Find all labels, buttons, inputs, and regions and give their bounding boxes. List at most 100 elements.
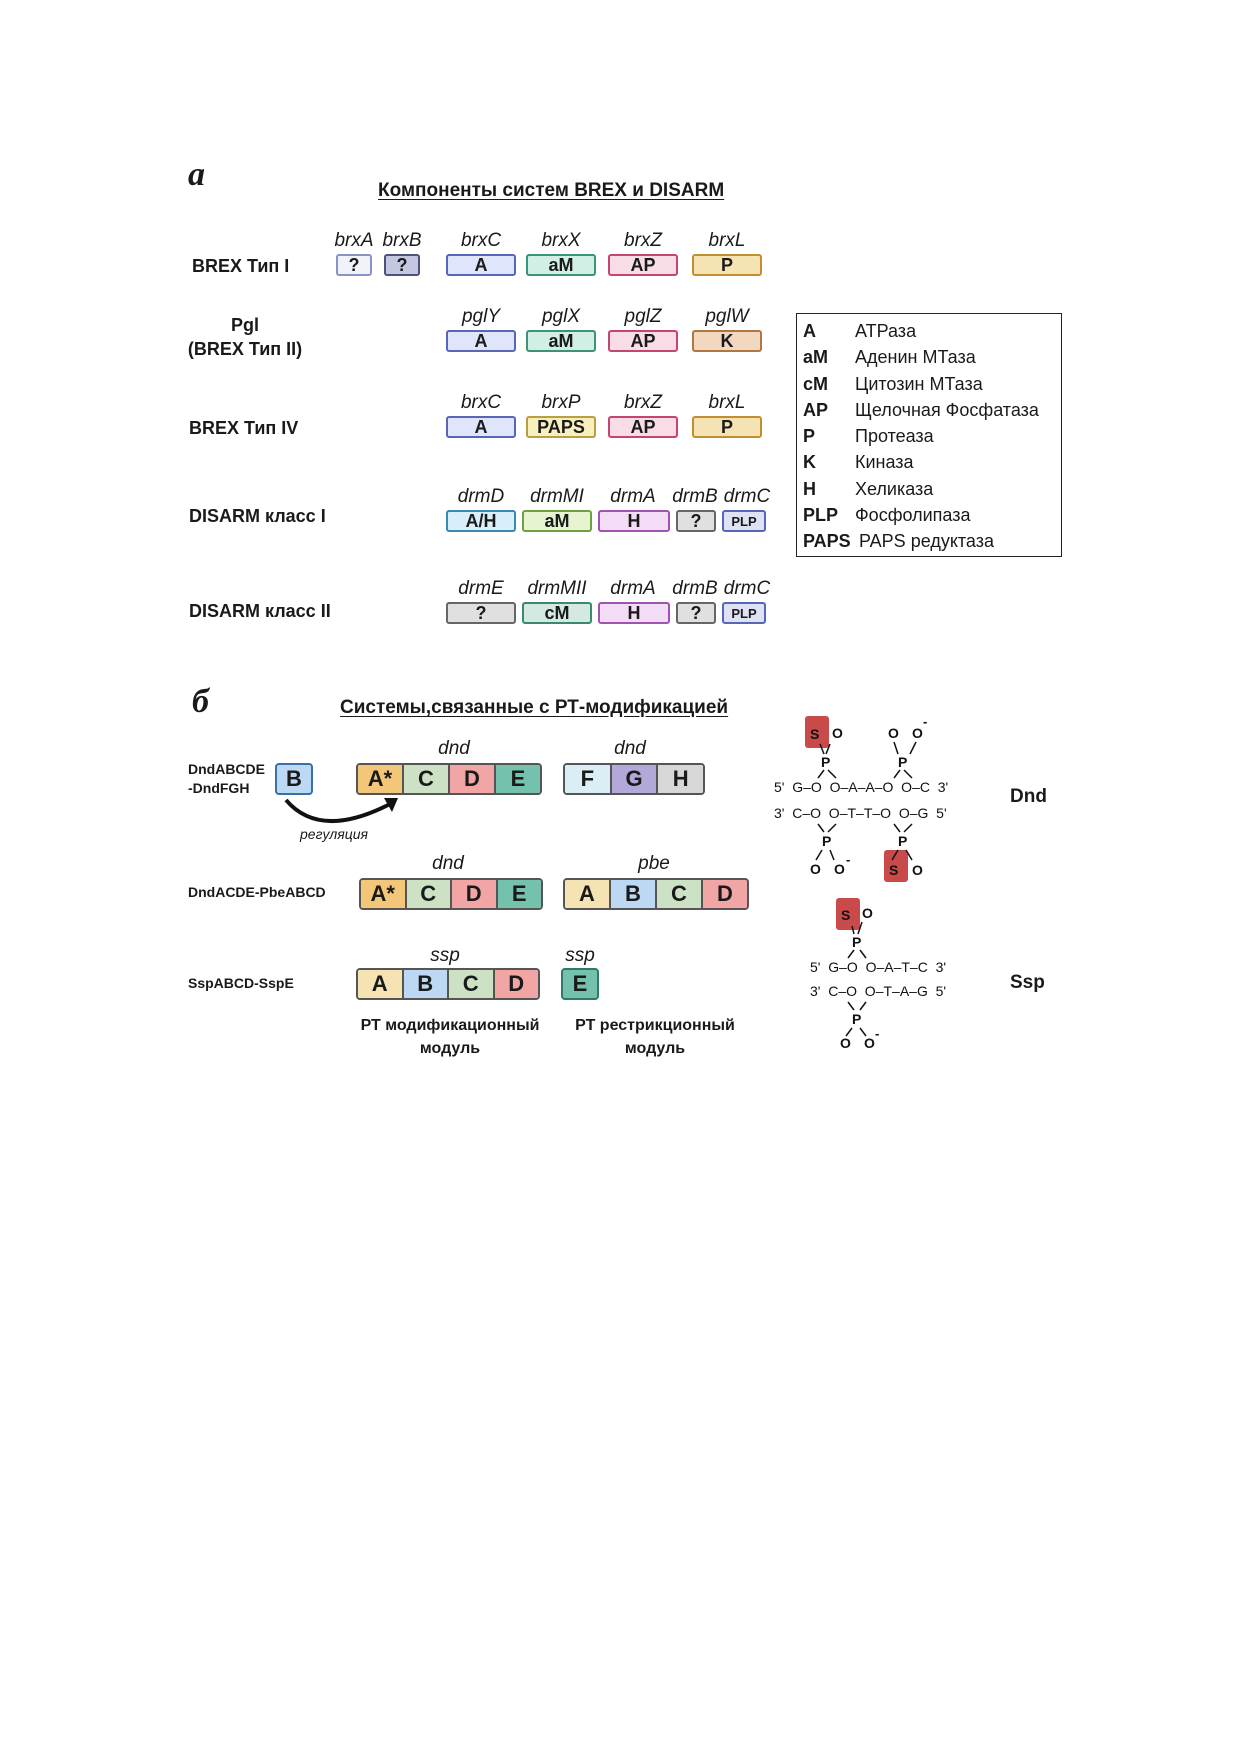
sulfur-label: S — [841, 907, 850, 923]
operon-segment: F — [565, 765, 612, 793]
sulfur-highlight-ssp — [836, 898, 860, 930]
module-label-modification: РТ модификационный модуль — [360, 1017, 540, 1057]
operon-dnd-fgh: F G H — [563, 763, 705, 795]
gene-name-brxa: brxA — [334, 230, 374, 251]
operon-dnd-acde-2: A* C D E — [359, 878, 543, 910]
operon-name-dnd-3: dnd — [432, 853, 464, 874]
minus-sign: - — [875, 1026, 879, 1041]
oxygen-label: O — [810, 861, 821, 877]
gene-box-brxc: A — [446, 254, 516, 276]
gene-name-brxx: brxX — [541, 230, 581, 251]
gene-name-brxb: brxB — [382, 230, 422, 251]
gene-name-drmc-2: drmC — [723, 578, 771, 599]
operon-name-dnd-2: dnd — [614, 738, 646, 759]
gene-name-drme: drmE — [458, 578, 504, 599]
dnd-top-strand: 5' G–O O–A–A–O O–C 3' — [774, 779, 948, 795]
operon-segment: C — [404, 765, 450, 793]
gene-name-drmc: drmC — [723, 486, 771, 507]
gene-name-drmb-2: drmB — [672, 578, 718, 599]
operon-segment: D — [450, 765, 496, 793]
gene-name-brxp: brxP — [541, 392, 581, 413]
gene-box-brxz: AP — [608, 254, 678, 276]
oxygen-label: O — [834, 861, 845, 877]
operon-segment: A* — [358, 765, 404, 793]
operon-segment: E — [497, 880, 541, 908]
phosphorus-label: P — [852, 1011, 861, 1027]
gene-box-pglz: AP — [608, 330, 678, 352]
system-label-ssp: SspABCD-SspE — [188, 975, 294, 991]
row-label-disarm-1: DISARM класс I — [189, 506, 326, 526]
panel-a-letter: а — [188, 156, 205, 193]
phosphorus-label: P — [898, 833, 907, 849]
gene-name-brxl-4: brxL — [708, 392, 746, 413]
gene-name-drmmi: drmMI — [530, 486, 584, 507]
gene-box-drmd: A/H — [446, 510, 516, 532]
row-label-disarm-2: DISARM класс II — [189, 601, 331, 621]
gene-name-drma: drmA — [610, 486, 656, 507]
oxygen-label: O — [888, 725, 899, 741]
gene-box-drmmii: cM — [522, 602, 592, 624]
oxygen-label: O — [840, 1035, 851, 1050]
gene-name-brxl: brxL — [708, 230, 746, 251]
ssp-bottom-strand: 3' C–O O–T–A–G 5' — [810, 983, 946, 999]
panel-a-title: Компоненты систем BREX и DISARM — [378, 180, 725, 201]
oxygen-label: O — [864, 1035, 875, 1050]
gene-box-pglw: K — [692, 330, 762, 352]
operon-segment: E — [496, 765, 540, 793]
gene-box-brxz-4: AP — [608, 416, 678, 438]
gene-name-drmd: drmD — [457, 486, 505, 507]
gene-name-pgly: pglY — [461, 306, 501, 327]
operon-segment: B — [611, 880, 657, 908]
oxygen-label: O — [912, 862, 923, 878]
operon-segment: G — [611, 765, 659, 793]
operon-name-ssp-2: ssp — [565, 945, 595, 966]
gene-box-drmc: PLP — [722, 510, 766, 532]
gene-box-pgly: A — [446, 330, 516, 352]
gene-name-pglw: pglW — [705, 306, 749, 327]
gene-name-pglz: pglZ — [624, 306, 662, 327]
panel-b-letter: б — [192, 683, 209, 720]
row-label-brex-1: BREX Тип I — [192, 256, 290, 276]
system-label-dnd-dndfgh: DndABCDE -DndFGH — [188, 761, 265, 796]
oxygen-label: O — [912, 725, 923, 741]
gene-name-pglx: pglX — [541, 306, 581, 327]
gene-name-brxz-4: brxZ — [624, 392, 662, 413]
operon-segment: C — [406, 880, 452, 908]
gene-box-sspe: E — [561, 968, 599, 1000]
operon-segment: A — [358, 970, 404, 998]
gene-box-drmc-2: PLP — [722, 602, 766, 624]
gene-box-brxp: PAPS — [526, 416, 596, 438]
module-label-restriction: РТ рестрикционный модуль — [575, 1017, 735, 1057]
gene-box-brxa: ? — [336, 254, 372, 276]
operon-name-ssp-1: ssp — [430, 945, 460, 966]
gene-box-brxl-4: P — [692, 416, 762, 438]
gene-box-drme: ? — [446, 602, 516, 624]
structure-label-ssp: Ssp — [1010, 972, 1045, 993]
gene-name-brxz: brxZ — [624, 230, 662, 251]
operon-pbe-abcd: A B C D — [563, 878, 749, 910]
phosphorus-label: P — [822, 833, 831, 849]
gene-box-drmb-2: ? — [676, 602, 716, 624]
pt-modification-structures: S O P O O - P 5' G–O O–A–A–O O–C 3' 3' C… — [774, 714, 948, 1050]
ssp-top-strand: 5' G–O O–A–T–C 3' — [810, 959, 946, 975]
sulfur-highlight-dnd-top — [805, 716, 829, 748]
operon-segment: A* — [361, 880, 407, 908]
gene-box-drma-2: H — [598, 602, 670, 624]
phosphorus-label: P — [852, 934, 861, 950]
gene-name-drmb: drmB — [672, 486, 718, 507]
gene-name-brxc-4: brxC — [460, 392, 502, 413]
gene-box-brxb: ? — [384, 254, 420, 276]
operon-segment: A — [565, 880, 611, 908]
gene-box-drma: H — [598, 510, 670, 532]
gene-box-pglx: aM — [526, 330, 596, 352]
system-label-dnd-pbe: DndACDE-PbeABCD — [188, 884, 326, 900]
operon-segment: C — [657, 880, 703, 908]
gene-name-drmmii: drmMII — [527, 578, 587, 599]
gene-box-brxc-4: A — [446, 416, 516, 438]
operon-dnd-acde: A* C D E — [356, 763, 542, 795]
